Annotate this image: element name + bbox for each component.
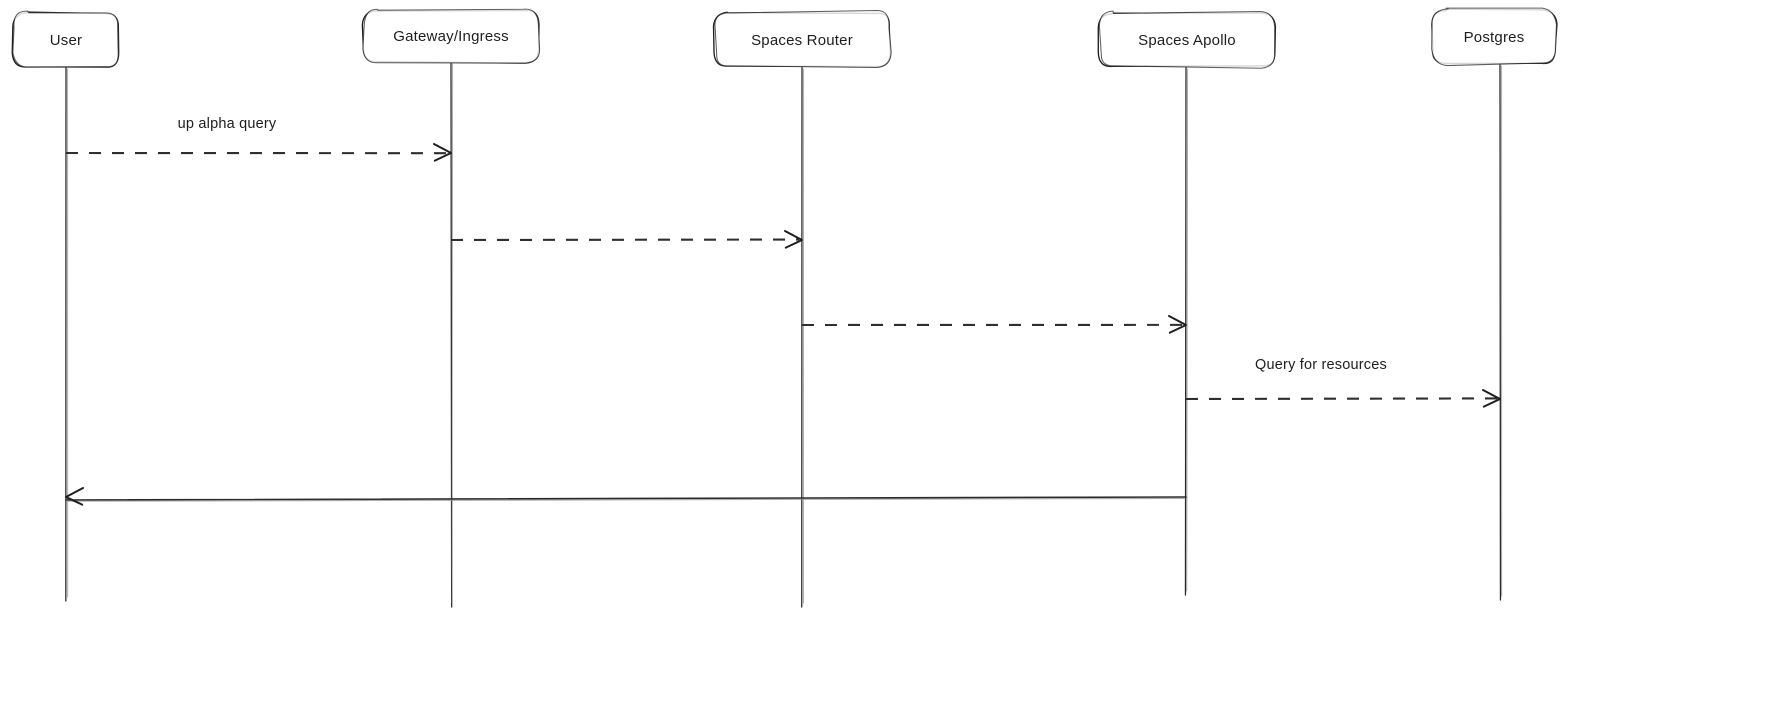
lifeline-postgres [1499,63,1503,601]
actor-label: Spaces Apollo [1138,32,1236,49]
arrowhead-icon [1482,389,1501,408]
lifeline-stroke-sketch [451,63,454,604]
message-msg-3[interactable] [801,315,1187,334]
actor-label: Gateway/Ingress [393,28,509,45]
message-line-solid [65,496,1187,501]
arrowhead-icon [65,487,84,506]
message-label: up alpha query [178,116,277,132]
actor-label: User [50,32,82,49]
message-msg-1[interactable]: up alpha query [65,116,452,162]
actor-label: Spaces Router [751,32,853,49]
lifeline-user [65,66,69,602]
actors-layer: User Gateway/Ingress Spaces Router Spaces A… [11,7,1558,69]
actor-box-sketch [362,8,541,64]
arrowhead-icon [784,230,803,249]
lifeline-spaces-apollo [1184,66,1189,596]
lifelines-layer [65,61,1503,608]
actor-spaces-router[interactable]: Spaces Router [712,9,892,69]
actor-spaces-apollo[interactable]: Spaces Apollo [1097,10,1277,69]
actor-box-sketch [1098,10,1276,69]
arrowhead-icon [433,143,452,162]
message-line-solid-sketch [67,497,1185,502]
message-msg-4[interactable]: Query for resources [1185,357,1501,408]
lifeline-gateway [450,61,454,608]
actor-postgres[interactable]: Postgres [1431,7,1558,67]
message-line-dashed [1185,397,1498,401]
lifeline-stroke-sketch [1186,68,1189,592]
message-label: Query for resources [1255,357,1387,373]
actor-box-sketch [12,10,119,68]
message-msg-2[interactable] [450,230,803,249]
lifeline-stroke [1184,66,1187,596]
actor-user[interactable]: User [11,10,120,68]
message-msg-5[interactable] [65,487,1187,506]
arrowhead-icon [1168,315,1187,334]
actor-gateway[interactable]: Gateway/Ingress [361,8,541,64]
lifeline-spaces-router [801,66,805,608]
actor-box-sketch [714,9,892,69]
actor-box-sketch [1431,7,1557,67]
actor-label: Postgres [1464,29,1525,46]
